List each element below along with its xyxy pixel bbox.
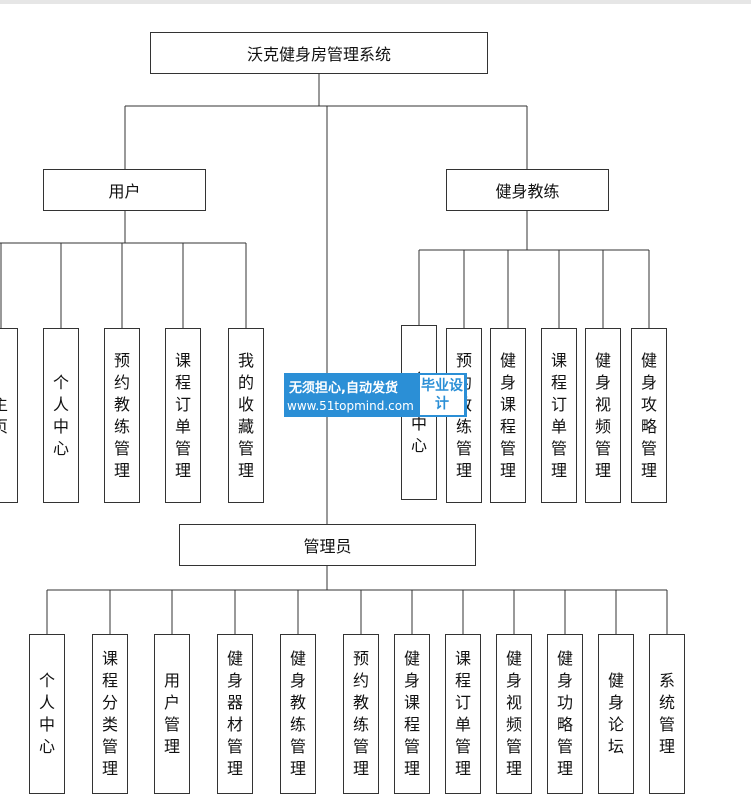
root-node: 沃克健身房管理系统 bbox=[150, 32, 488, 74]
user-child-personal-center: 个人中心 bbox=[43, 328, 79, 503]
top-strip bbox=[0, 0, 751, 4]
admin-child-label: 健身课程管理 bbox=[404, 649, 421, 778]
user-node-label: 用户 bbox=[108, 182, 141, 201]
admin-node: 管理员 bbox=[179, 524, 476, 566]
admin-child-coaches: 健身教练管理 bbox=[280, 634, 316, 794]
admin-child-coach-booking: 预约教练管理 bbox=[343, 634, 379, 794]
admin-child-label: 健身教练管理 bbox=[290, 649, 307, 778]
admin-child-fitness-guides: 健身功略管理 bbox=[547, 634, 583, 794]
admin-child-course-orders: 课程订单管理 bbox=[445, 634, 481, 794]
admin-child-equipment: 健身器材管理 bbox=[217, 634, 253, 794]
admin-child-fitness-videos: 健身视频管理 bbox=[496, 634, 532, 794]
watermark-line2: www.51topmind.com bbox=[287, 399, 414, 413]
user-child-label: 预约教练管理 bbox=[114, 350, 131, 480]
admin-node-label: 管理员 bbox=[303, 537, 352, 556]
admin-child-label: 健身论坛 bbox=[608, 671, 625, 756]
admin-child-user-management: 用户管理 bbox=[154, 634, 190, 794]
coach-child-label: 健身攻略管理 bbox=[641, 350, 658, 480]
user-node: 用户 bbox=[43, 169, 206, 211]
coach-child-label: 健身视频管理 bbox=[595, 350, 612, 480]
coach-child-fitness-guides: 健身攻略管理 bbox=[631, 328, 667, 503]
admin-child-label: 健身功略管理 bbox=[557, 649, 574, 778]
coach-child-label: 健身课程管理 bbox=[500, 350, 517, 480]
coach-child-course-orders: 课程订单管理 bbox=[541, 328, 577, 503]
user-child-label: 我的收藏管理 bbox=[238, 350, 255, 480]
coach-child-fitness-videos: 健身视频管理 bbox=[585, 328, 621, 503]
user-child-favorites: 我的收藏管理 bbox=[228, 328, 264, 503]
admin-child-label: 预约教练管理 bbox=[353, 649, 370, 778]
admin-child-system: 系统管理 bbox=[649, 634, 685, 794]
admin-child-label: 课程分类管理 bbox=[102, 649, 119, 778]
user-child-label: 课程订单管理 bbox=[175, 350, 192, 480]
root-node-label: 沃克健身房管理系统 bbox=[246, 45, 391, 64]
watermark-tag: 毕业设计 bbox=[420, 375, 464, 415]
coach-child-label: 课程订单管理 bbox=[551, 350, 568, 480]
watermark-banner: 无须担心,自动发货 www.51topmind.com 毕业设计 bbox=[284, 373, 467, 417]
admin-child-personal-center: 个人中心 bbox=[29, 634, 65, 794]
admin-child-label: 用户管理 bbox=[164, 671, 181, 756]
admin-child-course-categories: 课程分类管理 bbox=[92, 634, 128, 794]
admin-child-label: 健身视频管理 bbox=[506, 649, 523, 778]
admin-child-fitness-courses: 健身课程管理 bbox=[394, 634, 430, 794]
coach-node: 健身教练 bbox=[446, 169, 609, 211]
admin-child-forum: 健身论坛 bbox=[598, 634, 634, 794]
admin-child-label: 课程订单管理 bbox=[455, 649, 472, 778]
user-child-course-orders: 课程订单管理 bbox=[165, 328, 201, 503]
user-child-home: 主页 bbox=[0, 328, 18, 503]
user-child-coach-booking: 预约教练管理 bbox=[104, 328, 140, 503]
watermark-line1: 无须担心,自动发货 bbox=[289, 381, 398, 396]
coach-child-fitness-courses: 健身课程管理 bbox=[490, 328, 526, 503]
user-child-label: 主页 bbox=[0, 394, 9, 436]
coach-node-label: 健身教练 bbox=[495, 182, 560, 201]
admin-child-label: 个人中心 bbox=[39, 671, 56, 756]
admin-child-label: 健身器材管理 bbox=[227, 649, 244, 778]
admin-child-label: 系统管理 bbox=[659, 671, 676, 756]
user-child-label: 个人中心 bbox=[53, 372, 70, 458]
